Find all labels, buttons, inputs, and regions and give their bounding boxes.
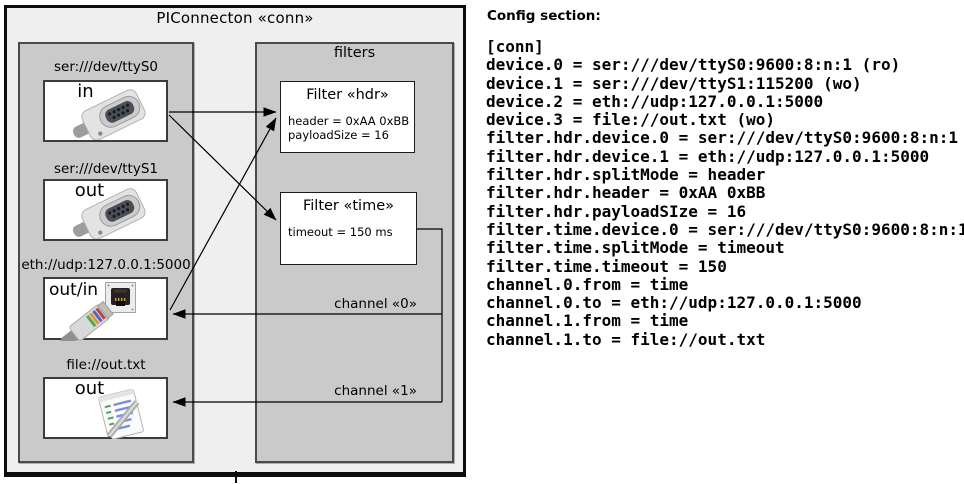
ethernet-plug-icon xyxy=(60,300,114,341)
device-label-ttys0: ser:///dev/ttyS0 xyxy=(54,59,158,75)
channel-0-label: channel «0» xyxy=(334,296,417,312)
channel-1-label: channel «1» xyxy=(334,383,417,399)
filter-time-box: Filter «time» timeout = 150 ms xyxy=(280,192,417,265)
device-direction: out xyxy=(74,180,105,201)
bottom-tick-mark xyxy=(235,471,237,483)
device-label-eth: eth://udp:127.0.0.1:5000 xyxy=(21,257,191,273)
device-box-ttys1: out xyxy=(43,179,168,241)
config-heading: Config section: xyxy=(487,8,601,24)
serial-connector-icon xyxy=(72,89,146,140)
filters-panel-title: filters xyxy=(333,45,376,61)
filter-hdr-box: Filter «hdr» header = 0xAA 0xBB payloadS… xyxy=(280,81,415,153)
device-direction: out/in xyxy=(49,280,99,300)
device-direction: in xyxy=(77,81,94,102)
filter-property: header = 0xAA 0xBB xyxy=(288,114,410,128)
device-box-eth: out/in xyxy=(43,277,168,341)
filter-title: Filter «hdr» xyxy=(306,87,389,103)
serial-connector-icon xyxy=(72,188,146,239)
filter-property: timeout = 150 ms xyxy=(288,225,393,239)
config-lines: [conn] device.0 = ser:///dev/ttyS0:9600:… xyxy=(486,37,964,349)
filter-property: payloadSize = 16 xyxy=(288,128,389,142)
device-box-file: out xyxy=(43,377,168,439)
config-section: Config section: [conn] device.0 = ser://… xyxy=(486,8,964,349)
device-box-ttys0: in xyxy=(43,80,168,142)
filter-title: Filter «time» xyxy=(302,198,395,214)
device-label-file: file://out.txt xyxy=(66,357,146,373)
diagram-title: PIConnecton «conn» xyxy=(156,9,314,27)
notepad-icon xyxy=(98,389,144,439)
device-label-ttys1: ser:///dev/ttyS1 xyxy=(54,161,158,177)
ethernet-jack-icon xyxy=(105,282,136,313)
device-direction: out xyxy=(74,378,105,399)
